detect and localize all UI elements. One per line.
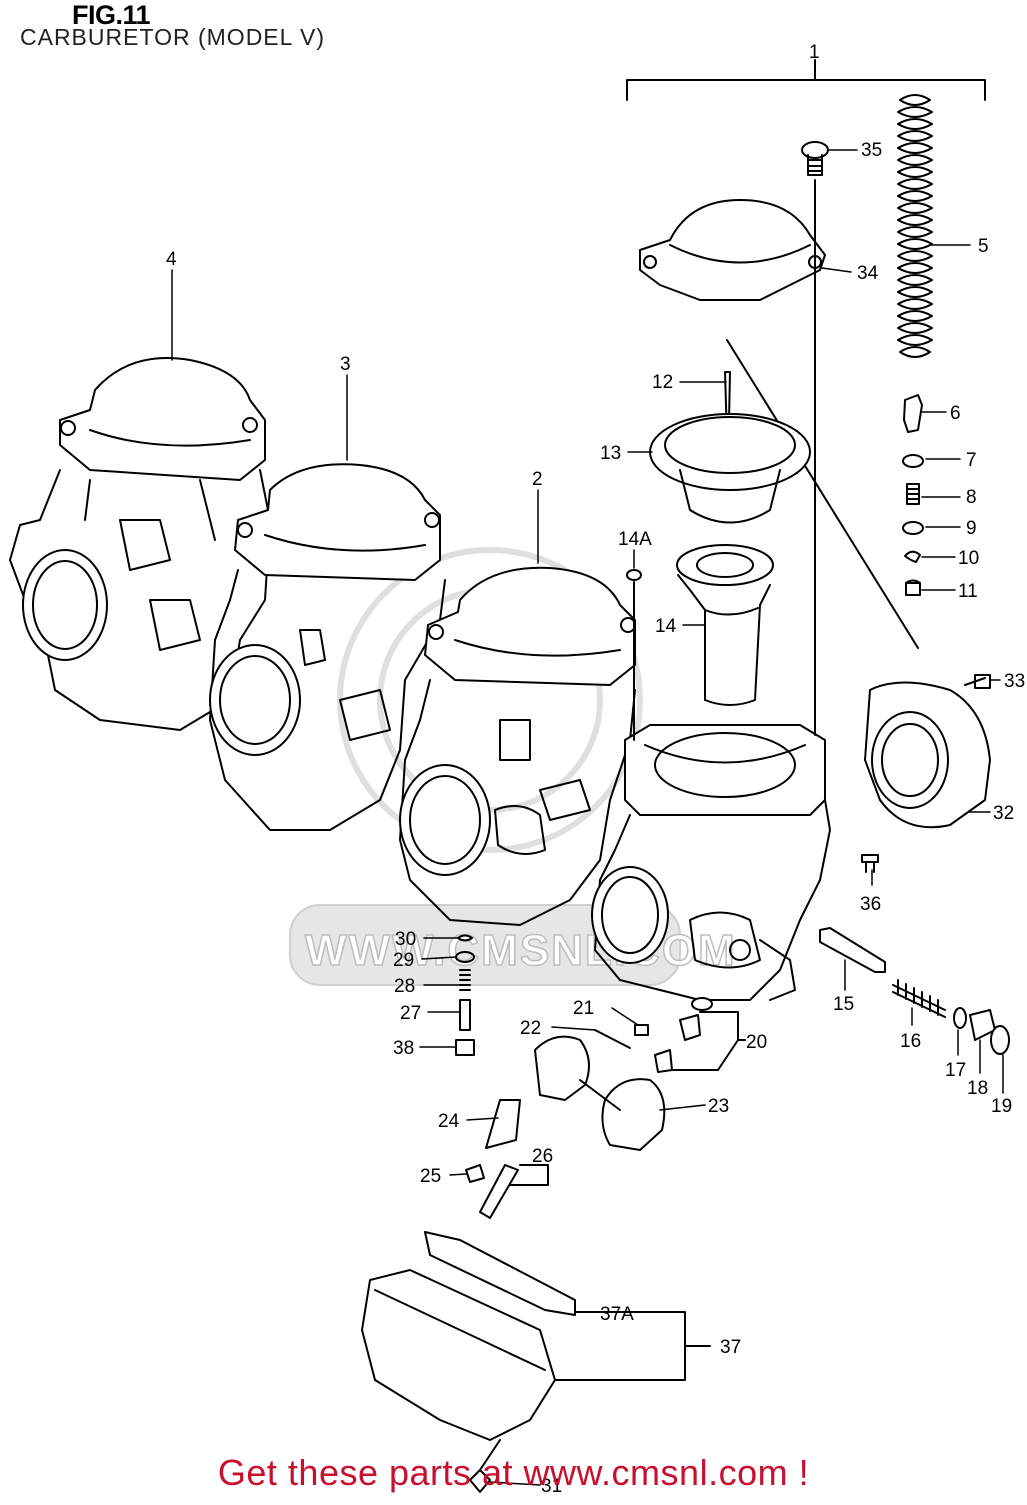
part-10-clip <box>904 550 921 563</box>
part-20-oring <box>691 997 713 1011</box>
callout-35: 35 <box>861 140 882 161</box>
callout-31: 31 <box>541 1476 562 1497</box>
callout-8: 8 <box>966 487 977 508</box>
part-27-screw <box>459 999 471 1031</box>
carburetor-4 <box>9 357 271 731</box>
carburetor-body <box>591 724 831 1001</box>
callout-15: 15 <box>833 994 854 1015</box>
callout-10: 10 <box>958 548 979 569</box>
part-17-washer <box>953 1007 967 1029</box>
callout-3: 3 <box>340 354 351 375</box>
callout-27: 27 <box>400 1003 421 1024</box>
part-13-diaphragm <box>649 413 811 524</box>
callout-20: 20 <box>746 1032 767 1053</box>
callout-36: 36 <box>860 894 881 915</box>
callout-32: 32 <box>993 803 1014 824</box>
figure-subtitle: CARBURETOR (MODEL V) <box>20 24 325 50</box>
part-14-piston <box>676 544 774 706</box>
callout-21: 21 <box>573 998 594 1019</box>
callout-16: 16 <box>900 1031 921 1052</box>
callout-34: 34 <box>857 263 879 284</box>
callout-26: 26 <box>532 1146 553 1167</box>
part-19-cap <box>990 1025 1010 1055</box>
part-28-spring <box>459 969 471 991</box>
carburetor-2 <box>399 566 636 926</box>
part-25-jet <box>465 1164 485 1183</box>
callout-1: 1 <box>809 42 820 63</box>
part-33-screw <box>964 674 991 689</box>
part-8-spring <box>906 483 920 505</box>
part-24-jet <box>485 1099 521 1149</box>
callout-2: 2 <box>532 469 543 490</box>
part-22-pin <box>594 1029 631 1049</box>
callout-23: 23 <box>708 1096 729 1117</box>
part-30-oring <box>457 934 473 942</box>
callout-28: 28 <box>394 976 415 997</box>
part-7-washer <box>902 454 924 468</box>
part-36-screw <box>861 854 879 873</box>
footer-link[interactable]: Get these parts at www.cmsnl.com ! <box>217 1452 810 1493</box>
part-38-cap <box>455 1039 475 1056</box>
callout-14: 14 <box>655 616 677 637</box>
part-31-drain-screw <box>469 1439 501 1493</box>
part-20-seat <box>654 1049 673 1073</box>
part-14a-oring <box>626 569 642 581</box>
callout-6: 6 <box>950 403 961 424</box>
leader-lines <box>171 149 1004 1486</box>
callout-4: 4 <box>166 249 177 270</box>
callout-25: 25 <box>420 1166 441 1187</box>
part-9-washer <box>902 521 924 535</box>
part-26-needle <box>479 1164 519 1219</box>
callout-38: 38 <box>393 1038 414 1059</box>
callout-13: 13 <box>600 443 621 464</box>
callout-5: 5 <box>978 236 989 257</box>
part-6-needle-holder <box>903 394 923 433</box>
part-34-top-cap <box>639 199 826 301</box>
carburetor-3 <box>209 463 446 831</box>
part-37a-gasket <box>424 1231 576 1316</box>
callout-22: 22 <box>520 1018 541 1039</box>
part-20-plug <box>679 1014 701 1041</box>
bracket-26 <box>499 1164 549 1186</box>
watermark-text: WWW.CMSNL.COM <box>305 926 737 975</box>
part-21-screw <box>634 1024 649 1036</box>
callout-17: 17 <box>945 1060 966 1081</box>
bracket-20 <box>664 1011 746 1071</box>
watermark-banner <box>289 904 681 986</box>
callout-9: 9 <box>966 518 977 539</box>
part-37-float-bowl <box>361 1269 556 1441</box>
callout-37a: 37A <box>600 1304 634 1325</box>
part-11-spacer <box>905 579 921 596</box>
part-5-spring <box>897 94 933 358</box>
part-37-bowl-rim <box>374 1289 546 1371</box>
callout-11: 11 <box>958 581 978 602</box>
part-32-cover <box>864 681 991 829</box>
callout-labels: 1 2 3 4 5 6 7 8 9 10 11 12 13 14 14A 15 … <box>166 42 1025 1497</box>
figure-title: FIG.11 <box>72 0 151 30</box>
callout-14a: 14A <box>618 529 652 550</box>
assembly-line-diagonal <box>726 339 919 649</box>
callout-33: 33 <box>1004 671 1025 692</box>
callout-19: 19 <box>991 1096 1012 1117</box>
callout-30: 30 <box>395 929 416 950</box>
callout-7: 7 <box>966 450 977 471</box>
bracket-1 <box>626 59 986 101</box>
part-16-spring <box>892 979 946 1018</box>
callout-12: 12 <box>652 372 673 393</box>
callout-18: 18 <box>967 1078 988 1099</box>
callout-29: 29 <box>393 950 414 971</box>
part-15-shaft <box>819 927 886 973</box>
part-23-float <box>534 1035 666 1151</box>
bracket-37 <box>554 1311 711 1381</box>
callout-37: 37 <box>720 1337 741 1358</box>
callout-24: 24 <box>438 1111 460 1132</box>
part-35-screw <box>801 141 829 176</box>
